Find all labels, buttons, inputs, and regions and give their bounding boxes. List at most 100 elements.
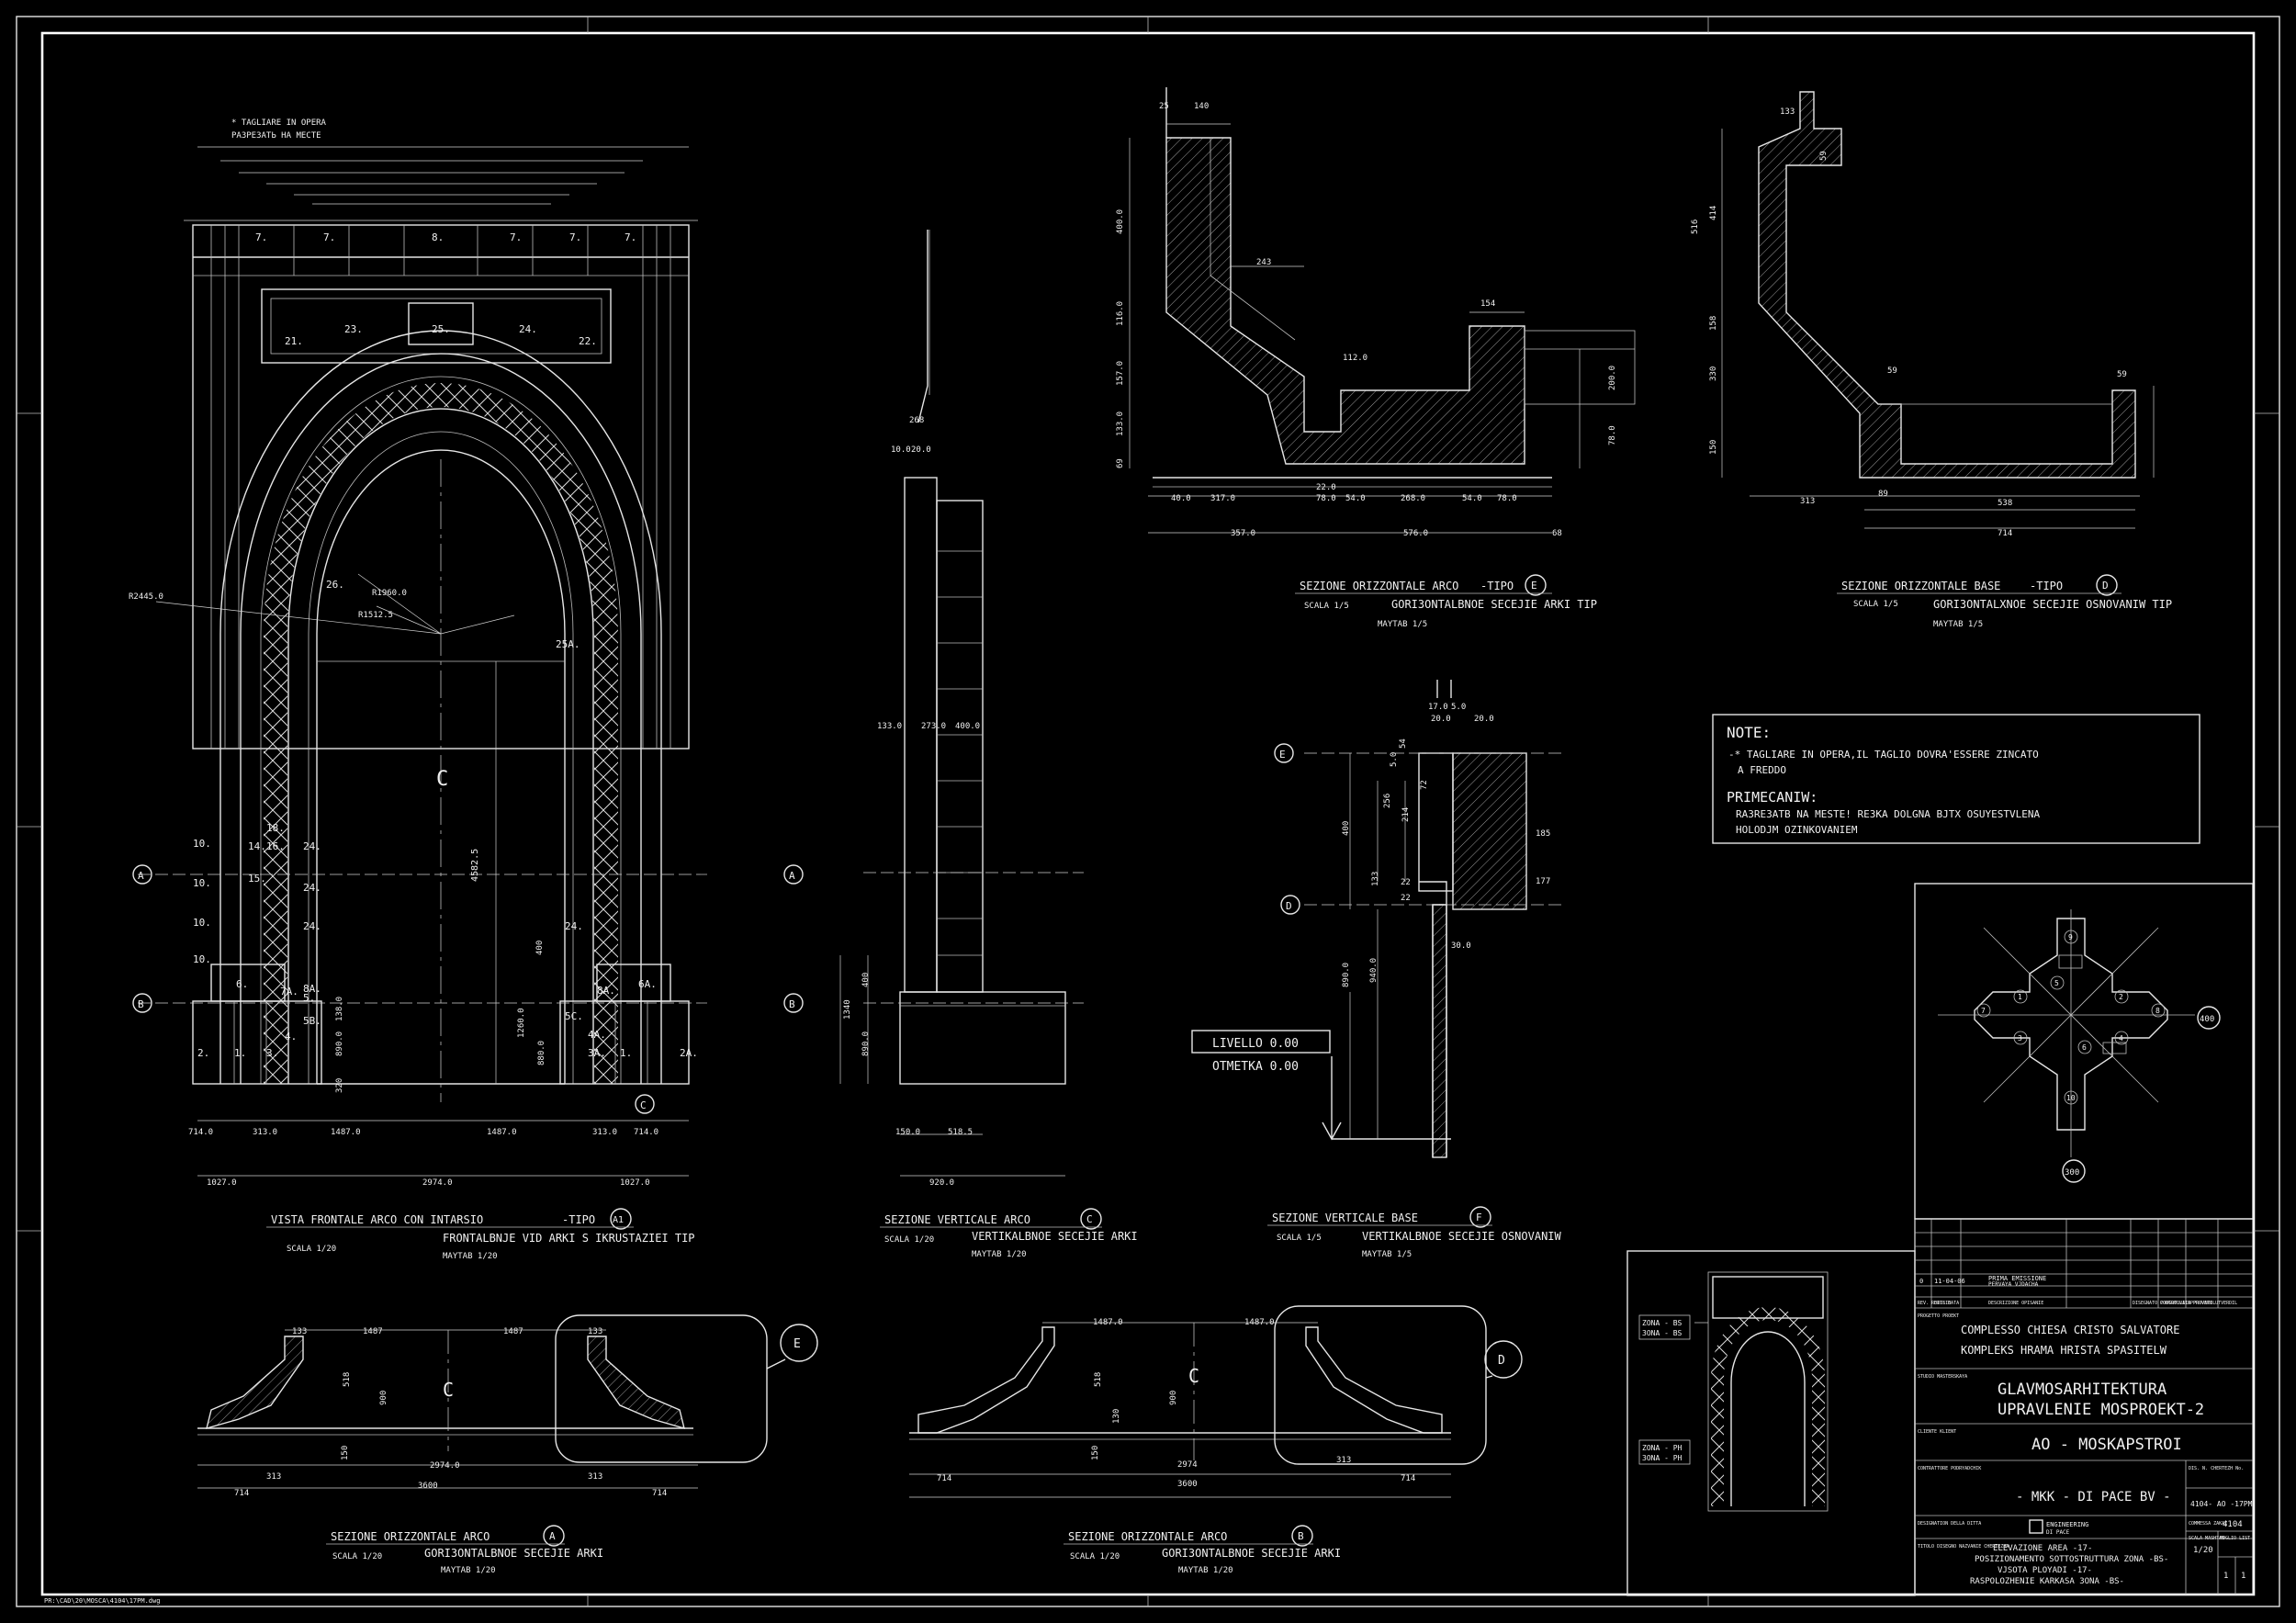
project-name: COMPLESSO CHIESA CRISTO SALVATORE [1961, 1324, 2179, 1336]
thumb-label-top-2: 3ONA - BS [1642, 1329, 1683, 1337]
sec-e-dim: 68 [1552, 529, 1562, 538]
notes-heading: NOTE: [1727, 724, 1771, 741]
part-label: 10. [193, 917, 211, 929]
vsec-dim: 268 [909, 416, 924, 425]
small-dim: 320 [335, 1078, 344, 1093]
sec-b-dim: 150 [1091, 1446, 1100, 1460]
key-plan-mark: 1 [2018, 993, 2022, 1001]
level-label-ru: OTMETKA 0.00 [1212, 1060, 1299, 1074]
part-label: 7. [510, 231, 522, 243]
radius-1: R2445.0 [129, 592, 163, 602]
centerline-mark: C [436, 768, 448, 791]
vsec-scale: SCALA 1/20 [884, 1235, 934, 1245]
sec-b-scale: SCALA 1/20 [1070, 1552, 1120, 1561]
sec-b-dim: 518 [1094, 1372, 1103, 1387]
sec-e-dim: 140 [1194, 102, 1209, 111]
label-design: DESIGNATION DELLA DITTA [1918, 1521, 1981, 1527]
sec-f-dim: 214 [1401, 807, 1411, 822]
section-e-drawing: 25 140 243 154 112.0 40.0 317.0 22.0 78.… [1116, 87, 1636, 629]
sec-a-dim: 3600 [418, 1482, 438, 1491]
part-label: 3A. [588, 1047, 606, 1059]
part-label: 7. [625, 231, 636, 243]
key-plan-mark: 4 [2119, 1034, 2123, 1043]
part-label: 6A. [638, 978, 657, 990]
label-cliente: CLIENTE KLIENT [1918, 1429, 1956, 1435]
part-label: 1. [620, 1047, 632, 1059]
sec-f-dim: 256 [1383, 794, 1392, 808]
part-label: 3. [266, 1047, 278, 1059]
sec-d-dim: 538 [1998, 499, 2012, 508]
sec-a-scale: SCALA 1/20 [332, 1552, 382, 1561]
desc-line-2: POSIZIONAMENTO SOTTOSTRUTTURA ZONA -BS- [1975, 1555, 2168, 1564]
col-rev: REV. REVISIE [1918, 1301, 1951, 1306]
sec-e-dim: 133.0 [1116, 411, 1125, 436]
sec-b-scale-ru: MAYTAB 1/20 [1178, 1566, 1233, 1575]
part-label: 24. [565, 920, 583, 932]
part-label: 10. [193, 877, 211, 889]
key-plan-mark: 8 [2155, 1007, 2160, 1015]
sec-b-title-ru: GORI3ONTALBNOE SECEJIE ARKI [1162, 1547, 1341, 1560]
label-contractor: CONTRATTORE PODRYADCHIK [1918, 1466, 1981, 1471]
sec-b-dim: 1487.0 [1093, 1318, 1123, 1327]
rev-date: 11-04-06 [1934, 1278, 1965, 1285]
notes-box: NOTE: -* TAGLIARE IN OPERA,IL TAGLIO DOV… [1712, 714, 2200, 844]
dim-bottom: 313.0 [253, 1128, 277, 1137]
sec-f-axis-d: D [1286, 900, 1292, 912]
sec-f-dim: 20.0 [1431, 715, 1451, 724]
part-label: 24. [303, 840, 321, 852]
sec-d-dim: 59 [1887, 366, 1897, 376]
label-scale: SCALA MASHTAB [2189, 1536, 2224, 1541]
part-label: 7. [323, 231, 335, 243]
sec-d-dim: 133 [1780, 107, 1795, 117]
part-label: 10. [193, 953, 211, 965]
sec-e-dim: 78.0 [1608, 425, 1617, 445]
part-label: 23. [344, 323, 363, 335]
part-label: 24. [303, 882, 321, 894]
front-view-title: VISTA FRONTALE ARCO CON INTARSIO [271, 1213, 483, 1226]
sec-f-dim: 400 [1342, 821, 1351, 836]
sec-f-title-ru: VERTIKALBNOE SECEJIE OSNOVANIW [1362, 1230, 1562, 1243]
office-name: GLAVMOSARHITEKTURA [1998, 1381, 2167, 1399]
sec-b-dim: 1487.0 [1244, 1318, 1275, 1327]
part-label: 26. [326, 579, 344, 591]
vsec-scale-ru: MAYTAB 1/20 [972, 1250, 1027, 1259]
sec-b-title: SEZIONE ORIZZONTALE ARCO [1068, 1530, 1227, 1543]
part-label: 24. [303, 920, 321, 932]
sec-e-dim: 112.0 [1343, 354, 1367, 363]
part-label: 18. [266, 822, 285, 834]
sec-d-dim: 313 [1800, 497, 1815, 506]
contractor-name: - MKK - DI PACE BV - [2016, 1490, 2171, 1505]
notes-line-3: RA3RE3ATB NA MESTE! RE3KA DOLGNA BJTX OS… [1736, 808, 2041, 820]
sec-f-dim: 133 [1371, 872, 1380, 886]
sec-a-centerline: C [443, 1379, 454, 1401]
sec-f-dim: 22 [1401, 878, 1411, 887]
small-dim: 890.0 [335, 1031, 344, 1056]
sec-f-dim: 30.0 [1451, 941, 1471, 951]
sec-a-dim: 313 [588, 1472, 602, 1482]
part-label: 2. [197, 1047, 209, 1059]
axis-b: B [138, 998, 144, 1010]
sec-d-dim: 59 [2117, 370, 2127, 379]
part-label: 14. [248, 840, 266, 852]
key-plan-mark: 5 [2054, 979, 2059, 987]
front-view-tipo: -TIPO [562, 1213, 595, 1226]
logo-text-1: ENGINEERING [2046, 1521, 2088, 1528]
part-label: 6. [236, 978, 248, 990]
sec-f-dim: 890.0 [1342, 963, 1351, 987]
sec-f-dim: 22 [1401, 894, 1411, 903]
sec-b-callout: D [1498, 1354, 1505, 1368]
part-label: 10. [193, 838, 211, 850]
part-label: 4A. [588, 1029, 606, 1041]
sec-d-dim: 414 [1709, 206, 1718, 220]
sec-a-dim: 313 [266, 1472, 281, 1482]
rev-number: 0 [1919, 1278, 1923, 1285]
sec-e-dim: 78.0 [1316, 494, 1336, 503]
dim-bottom: 313.0 [592, 1128, 617, 1137]
client-name: AO - MOSKAPSTROI [2032, 1436, 2182, 1454]
sec-d-scale-ru: MAYTAB 1/5 [1933, 620, 1983, 629]
sec-b-dim: 313 [1336, 1456, 1351, 1465]
drawing-no: 4104- AO -17PM [2190, 1500, 2253, 1508]
dim-bottom: 1027.0 [207, 1178, 237, 1188]
sec-f-dim: 177 [1536, 877, 1550, 886]
